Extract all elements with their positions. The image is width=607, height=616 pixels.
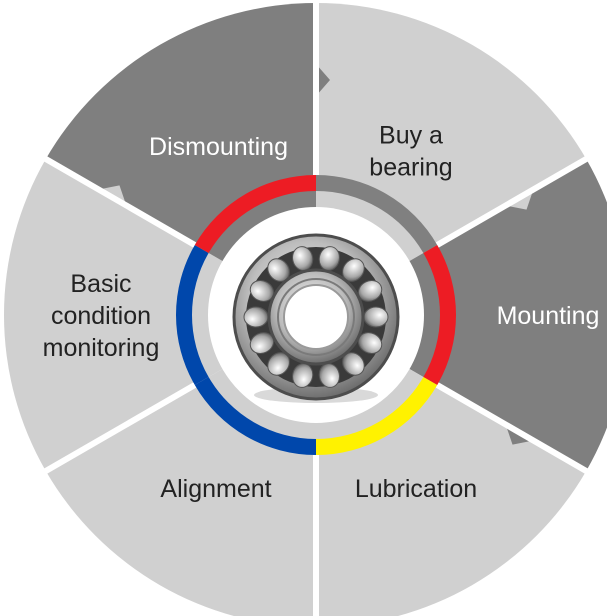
segment-label-lubrication: Lubrication: [355, 475, 477, 503]
segment-label-line: Lubrication: [355, 475, 477, 503]
segment-label-alignment: Alignment: [160, 475, 271, 503]
segment-label-line: condition: [51, 302, 151, 330]
segment-divider: [42, 382, 197, 475]
segment-label-line: Buy a: [379, 121, 443, 149]
segment-label-mounting: Mounting: [497, 302, 600, 330]
segment-label-basic-condition-monitoring: Basic condition monitoring: [43, 270, 160, 362]
spherical-roller-bearing-icon: [232, 233, 400, 403]
arrow-notch-icon: [302, 534, 316, 566]
segment-basic-condition-monitoring: [3, 159, 316, 471]
accent-ring: [176, 175, 456, 455]
segment-label-line: Alignment: [160, 475, 271, 503]
arrow-notch-icon: [316, 64, 330, 96]
ring-arc-basic-condition-monitoring: [176, 245, 209, 385]
ring-arc-dismounting: [194, 175, 316, 253]
ring-arc-alignment: [194, 377, 316, 455]
segment-label-line: bearing: [369, 153, 452, 181]
segment-divider: [435, 155, 590, 248]
segment-label-line: Mounting: [497, 302, 600, 330]
segment-label-dismounting: Dismounting: [149, 133, 288, 161]
bearing-bore: [283, 284, 349, 350]
segment-divider: [42, 155, 197, 248]
segment-label-line: monitoring: [43, 334, 160, 362]
bearing-roller: [243, 306, 269, 328]
bearing-inner-ring-edge: [277, 278, 355, 356]
bearing-roller: [363, 306, 389, 328]
segment-dividers: [42, 1, 590, 616]
ring-arc-buy-a-bearing: [316, 175, 438, 253]
ring-arc-mounting: [423, 245, 456, 385]
ring-arc-lubrication: [316, 377, 438, 455]
segment-label-line: Dismounting: [149, 133, 288, 161]
segment-divider: [435, 382, 590, 475]
segment-label-line: Basic: [70, 270, 131, 298]
segment-label-buy-a-bearing: Buy a bearing: [369, 121, 452, 181]
segment-mounting: [316, 159, 607, 471]
